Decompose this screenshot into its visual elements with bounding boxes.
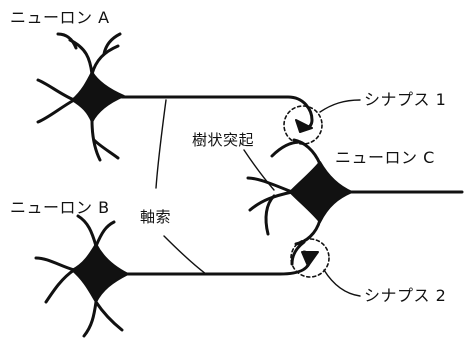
neuron-a-dendrite — [92, 138, 120, 160]
neuron-a-dendrite — [36, 78, 76, 102]
axon-leader-b — [163, 235, 207, 275]
axon-label: 軸索 — [140, 208, 172, 226]
neuron-a-dendrite — [36, 98, 76, 124]
neuron-c-dendrite — [294, 218, 322, 246]
neuron-b-dendrite — [44, 268, 76, 304]
neuron-a-dendrite — [56, 32, 78, 50]
synapse-2-label: シナプス 2 — [364, 286, 447, 305]
synapse-2-leader — [323, 269, 361, 297]
neuron-c-soma — [289, 161, 353, 223]
neuron-b-dendrite — [82, 300, 98, 338]
neuron-c-dendrite — [270, 140, 302, 158]
neuron-b-dendrite — [34, 256, 76, 272]
dendrite-label: 樹状突起 — [192, 131, 255, 149]
neuron-b — [34, 214, 312, 338]
neuron-a-label: ニューロン A — [10, 8, 110, 27]
synapse-1-terminal — [295, 119, 313, 133]
synapse-1-label: シナプス 1 — [364, 90, 447, 109]
neuron-c-label: ニューロン C — [335, 148, 435, 167]
synapse-1-circle — [283, 105, 323, 145]
neuron-a — [36, 32, 314, 162]
neuron-c-dendrite — [264, 194, 276, 236]
neuron-b-label: ニューロン B — [10, 198, 110, 217]
synapse-2-terminal — [301, 251, 319, 267]
synapse-1-leader — [319, 99, 361, 113]
neuron-b-soma — [71, 243, 129, 303]
axon-leader-a — [155, 99, 167, 189]
neuron-b-dendrite — [76, 214, 98, 248]
dendrite-leader — [243, 149, 275, 191]
neuron-c-dendrite — [292, 138, 322, 166]
neuron-a-soma — [71, 71, 125, 123]
neuron-c — [246, 138, 464, 266]
neuron-b-dendrite — [94, 300, 124, 332]
neuron-c-dendrite — [248, 190, 294, 212]
neuron-a-dendrite — [102, 32, 122, 56]
neuron-b-axon — [124, 250, 312, 276]
neuron-a-dendrite — [90, 44, 120, 76]
synapse-2-circle — [290, 238, 330, 278]
neuron-b-dendrite — [94, 220, 116, 248]
neuron-c-dendrite — [246, 176, 294, 194]
